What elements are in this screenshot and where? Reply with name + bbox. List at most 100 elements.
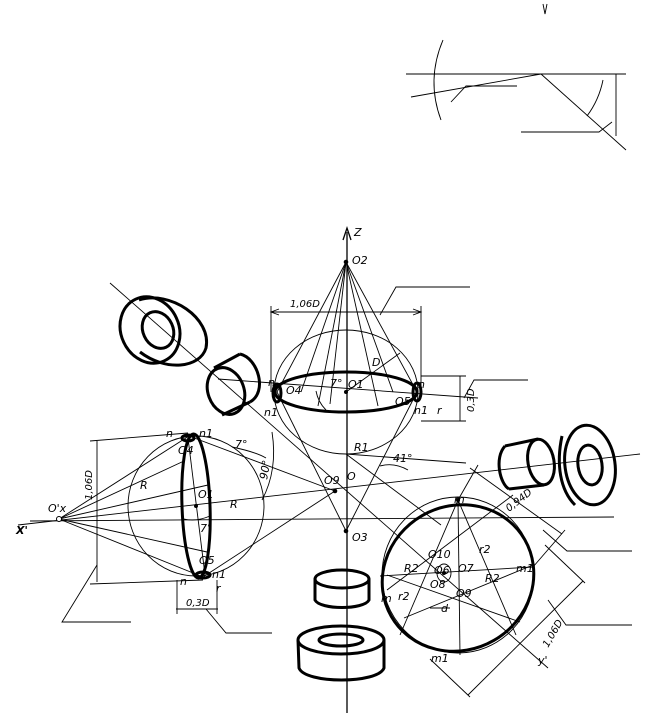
right-106-ext-2 [544,544,586,584]
left-height-ext-top [89,432,189,442]
label-R2-b: R2 [485,572,500,585]
point-o6 [442,571,446,575]
label-ox: O'x [48,502,67,515]
ring-bottom-body [296,639,386,682]
cylinder-bottom-small [313,568,371,609]
cyl-mid-back [239,352,261,404]
label-R-b: R [230,498,238,511]
right-diagonal-1 [386,494,514,591]
point-ox [56,516,62,522]
small-circle-o6 [436,563,452,583]
left-to-o9-line-2 [202,490,336,578]
dim-left-width: 0,3D [186,598,210,609]
left-ellipse-group [58,431,336,634]
ring-bottom-hole [317,632,365,648]
label-n1-left-top: n1 [199,427,213,440]
top-angle-arc [315,390,327,411]
cylinder-right-solid [497,437,556,491]
small-arrow-top [542,3,548,15]
label-m-top: m [454,493,465,506]
label-o: O [347,470,356,483]
top-right-leader [463,379,528,399]
right-94-leader [542,529,632,552]
angle-ninety: 90° [257,459,273,480]
ninety-angle-arc [261,431,275,501]
y-axis-label: y' [537,654,548,667]
top-width-arrows [269,308,423,316]
label-m-left: m [381,592,392,605]
label-n1-left-bottom: n1 [212,568,226,581]
left-mid-arc [183,515,211,521]
left-bottom-leader [205,608,272,634]
dim-right-106: 1,06D [541,618,566,650]
cyl-mid-sides [213,352,251,417]
x-axis-line [17,453,641,526]
sketch-leader-2 [521,121,613,133]
right-vertical-axis [457,499,461,656]
right-106-ext-1 [429,658,471,698]
text-labels: Z X' y' O2 O3 O9 O O1 O4 O5 O'x O1 O4 O5… [15,226,566,667]
label-r2-a: r2 [479,543,491,556]
label-o2: O2 [352,254,368,267]
ox-line-1 [58,435,190,520]
right-chord-1 [399,499,459,636]
point-o9-center [332,488,338,494]
right-94-dim-line [469,467,563,535]
x-axis-label: X' [15,524,28,537]
sketch-arc-right [586,79,604,117]
left-height-ext-bottom [89,579,204,585]
o2-line-6 [345,261,379,407]
o2-line-1 [276,261,347,393]
cyl-mid-front [205,366,247,416]
ring-right-outer [563,423,617,507]
z-axis-arrow [342,225,352,241]
label-o8: O8 [430,578,446,591]
cylinder-upper-left [118,295,208,367]
sketch-arc-left [433,39,444,121]
angle-left-mid: 7° [200,522,213,535]
cylinder-upper-mid [205,352,261,417]
label-o5-top: O5 [395,395,411,408]
o2-line-4 [345,261,394,393]
ring-bottom [296,624,386,682]
o2-line-5 [317,261,347,407]
ring-inner-face [140,310,176,350]
label-o6: O6 [434,564,450,577]
label-o10: O10 [428,548,451,561]
label-o7: O7 [458,562,474,575]
label-o3: O3 [352,531,368,544]
o3-line-1 [276,391,347,532]
ring-bottom-top [296,624,386,656]
ox-line-2 [58,518,204,578]
point-o1-top [344,390,348,394]
dim-top-width: 1,06D [290,299,320,310]
label-n-top-left: n [268,376,275,389]
label-m1-right: m1 [516,562,534,575]
o-to-right-line [345,453,442,526]
left-ellipse-bottom-arc [194,570,212,580]
ring-right [557,423,617,507]
o2-radius-line [329,261,347,405]
upper-construction-line [217,378,479,399]
dim-top-height: 0,3D [466,388,477,412]
label-n1-top-right: n1 [414,404,428,417]
label-R2-a: R2 [404,562,419,575]
dim-right-94: 0,94D [504,487,535,514]
label-R-a: R [140,479,148,492]
ox-line-5 [58,484,209,520]
label-o4-top: O4 [286,384,302,397]
label-n-left-top: n [166,427,173,440]
point-m-top [456,498,460,502]
ring-outer-back [138,296,208,367]
label-d: d [441,602,449,615]
label-r-left: r [216,582,222,595]
o2-line-2 [345,261,418,393]
label-r-top: r [437,404,443,417]
right-ellipse-group [345,453,632,698]
y-axis-line [109,282,549,669]
cyl-right-front [526,437,556,487]
left-seven-arc [231,446,267,459]
sketch-ray-left [410,73,542,98]
